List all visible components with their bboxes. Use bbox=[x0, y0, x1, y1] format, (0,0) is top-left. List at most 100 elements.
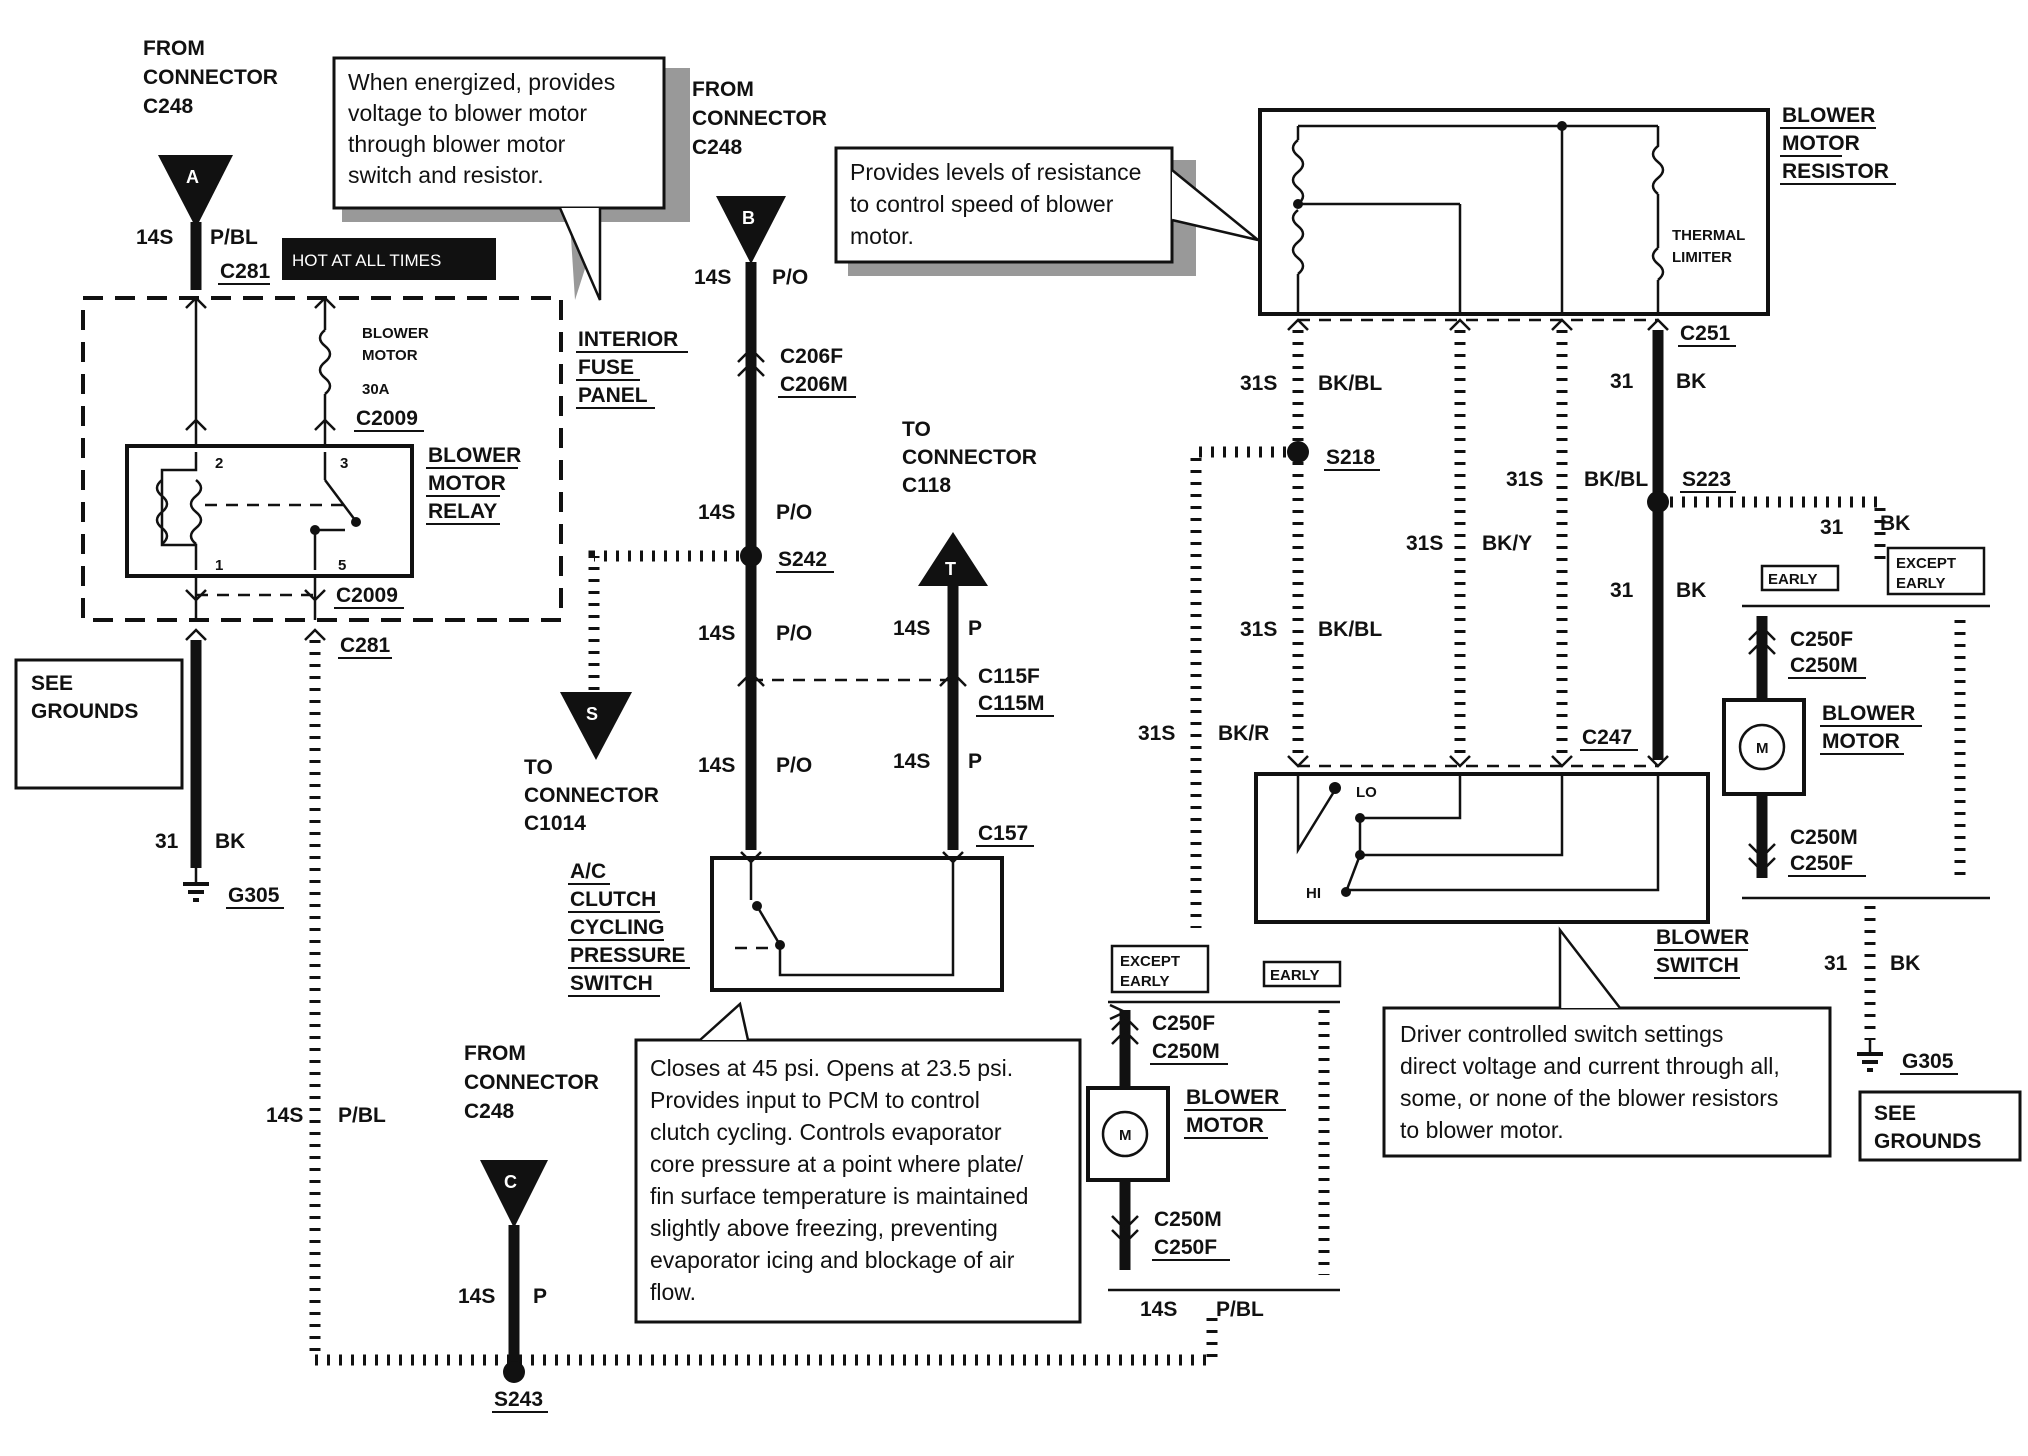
svg-text:C251: C251 bbox=[1680, 322, 1731, 345]
ac-switch-internals bbox=[735, 862, 955, 977]
svg-text:CONNECTOR: CONNECTOR bbox=[692, 107, 827, 130]
svg-text:C250M: C250M bbox=[1152, 1040, 1220, 1063]
svg-text:2: 2 bbox=[215, 455, 223, 472]
svg-text:FROM: FROM bbox=[143, 37, 205, 60]
svg-text:BK: BK bbox=[215, 830, 245, 853]
hot-at-all-times-badge bbox=[282, 238, 496, 280]
svg-text:G305: G305 bbox=[1902, 1050, 1954, 1073]
svg-text:SWITCH: SWITCH bbox=[570, 972, 653, 995]
svg-text:31S: 31S bbox=[1406, 532, 1443, 555]
svg-text:THERMAL: THERMAL bbox=[1672, 227, 1745, 244]
splice-s243 bbox=[503, 1361, 525, 1383]
pressure-switch-note-box bbox=[634, 1038, 1082, 1324]
svg-text:C2009: C2009 bbox=[356, 407, 418, 430]
blower-motor-resistor-box bbox=[1258, 108, 1770, 316]
wire-s223-bk bbox=[1658, 496, 1886, 560]
svg-text:14S: 14S bbox=[458, 1285, 495, 1308]
svg-text:EARLY: EARLY bbox=[1896, 575, 1945, 592]
svg-text:FROM: FROM bbox=[692, 78, 754, 101]
svg-text:C2009: C2009 bbox=[336, 584, 398, 607]
svg-text:CLUTCH: CLUTCH bbox=[570, 888, 656, 911]
svg-text:to blower motor.: to blower motor. bbox=[1400, 1117, 1564, 1143]
svg-text:C250M: C250M bbox=[1790, 826, 1858, 849]
svg-text:BK: BK bbox=[1676, 579, 1706, 602]
svg-text:BK: BK bbox=[1676, 370, 1706, 393]
resistor-internals bbox=[1291, 121, 1665, 314]
blower-switch-note: Driver controlled switch settings direct… bbox=[1400, 1021, 1780, 1143]
svg-text:1: 1 bbox=[215, 557, 223, 574]
svg-text:P: P bbox=[968, 617, 982, 640]
blower-motor-resistor-label: BLOWER MOTOR RESISTOR bbox=[1780, 104, 1896, 185]
interior-fuse-panel-box bbox=[81, 296, 563, 622]
ground-g305-right-symbol bbox=[1857, 1040, 1883, 1072]
svg-text:S: S bbox=[586, 704, 598, 724]
svg-text:HOT AT ALL TIMES: HOT AT ALL TIMES bbox=[292, 251, 441, 270]
svg-text:MOTOR: MOTOR bbox=[362, 347, 418, 364]
blower-switch-box bbox=[1254, 772, 1710, 924]
svg-text:3: 3 bbox=[340, 455, 348, 472]
svg-text:C250F: C250F bbox=[1154, 1236, 1217, 1259]
svg-text:Provides levels of resistance: Provides levels of resistance bbox=[850, 159, 1141, 185]
svg-text:M: M bbox=[1119, 1127, 1132, 1144]
svg-text:P/BL: P/BL bbox=[338, 1104, 386, 1127]
svg-text:BK/Y: BK/Y bbox=[1482, 532, 1532, 555]
svg-text:5: 5 bbox=[338, 557, 346, 574]
svg-text:BK/R: BK/R bbox=[1218, 722, 1269, 745]
svg-text:CONNECTOR: CONNECTOR bbox=[524, 784, 659, 807]
svg-text:C250F: C250F bbox=[1790, 852, 1853, 875]
svg-text:direct voltage and current thr: direct voltage and current through all, bbox=[1400, 1053, 1780, 1079]
svg-text:slightly above freezing, preve: slightly above freezing, preventing bbox=[650, 1215, 998, 1241]
c250-right-top: C250F C250M bbox=[1788, 628, 1866, 679]
svg-text:31: 31 bbox=[155, 830, 179, 853]
svg-text:TO: TO bbox=[524, 756, 553, 779]
svg-text:P/O: P/O bbox=[772, 266, 808, 289]
svg-text:Provides input to PCM to contr: Provides input to PCM to control bbox=[650, 1087, 980, 1113]
svg-text:through blower motor: through blower motor bbox=[348, 131, 566, 157]
svg-text:CONNECTOR: CONNECTOR bbox=[143, 66, 278, 89]
svg-text:C248: C248 bbox=[464, 1100, 515, 1123]
wire-pbl-bottom bbox=[309, 640, 1218, 1366]
svg-text:P/BL: P/BL bbox=[210, 226, 258, 249]
svg-text:MOTOR: MOTOR bbox=[1782, 132, 1860, 155]
svg-text:P: P bbox=[968, 750, 982, 773]
svg-text:A: A bbox=[186, 167, 199, 187]
svg-text:FROM: FROM bbox=[464, 1042, 526, 1065]
svg-text:P/O: P/O bbox=[776, 501, 812, 524]
svg-text:switch and resistor.: switch and resistor. bbox=[348, 162, 544, 188]
c206-label: C206F C206M bbox=[778, 345, 856, 398]
svg-text:EXCEPT: EXCEPT bbox=[1896, 555, 1956, 572]
blower-motor-right-symbol bbox=[1738, 723, 1786, 771]
see-grounds-left bbox=[14, 658, 184, 790]
svg-text:14S: 14S bbox=[893, 617, 930, 640]
connector-c-triangle bbox=[480, 1160, 548, 1228]
svg-text:TO: TO bbox=[902, 418, 931, 441]
svg-text:BK/BL: BK/BL bbox=[1318, 372, 1382, 395]
svg-text:14S: 14S bbox=[698, 754, 735, 777]
svg-text:P/O: P/O bbox=[776, 622, 812, 645]
resistor-note: Provides levels of resistance to control… bbox=[850, 159, 1141, 249]
svg-text:31S: 31S bbox=[1240, 372, 1277, 395]
resistor-note-box bbox=[834, 146, 1174, 264]
svg-text:RESISTOR: RESISTOR bbox=[1782, 160, 1889, 183]
svg-text:EXCEPT: EXCEPT bbox=[1120, 953, 1180, 970]
connector-c-group: FROM CONNECTOR C248 C bbox=[464, 1042, 599, 1228]
svg-text:31S: 31S bbox=[1506, 468, 1543, 491]
connector-s-triangle bbox=[560, 692, 632, 760]
svg-text:S242: S242 bbox=[778, 548, 827, 571]
svg-text:GROUNDS: GROUNDS bbox=[31, 700, 138, 723]
svg-text:A/C: A/C bbox=[570, 860, 606, 883]
svg-text:BK/BL: BK/BL bbox=[1318, 618, 1382, 641]
blower-motor-bottom-label: BLOWER MOTOR bbox=[1184, 1086, 1286, 1139]
c115-label: C115F C115M bbox=[976, 665, 1054, 717]
svg-text:C206M: C206M bbox=[780, 373, 848, 396]
blower-switch-note-box bbox=[1382, 1006, 1832, 1158]
svg-text:P/O: P/O bbox=[776, 754, 812, 777]
to-c118-label: TO CONNECTOR C118 bbox=[902, 418, 1037, 497]
svg-text:14S: 14S bbox=[698, 501, 735, 524]
pressure-switch-note: Closes at 45 psi. Opens at 23.5 psi. Pro… bbox=[650, 1055, 1028, 1305]
svg-text:C: C bbox=[504, 1172, 517, 1192]
svg-text:C250F: C250F bbox=[1790, 628, 1853, 651]
svg-text:P/BL: P/BL bbox=[1216, 1298, 1264, 1321]
svg-text:C1014: C1014 bbox=[524, 812, 586, 835]
